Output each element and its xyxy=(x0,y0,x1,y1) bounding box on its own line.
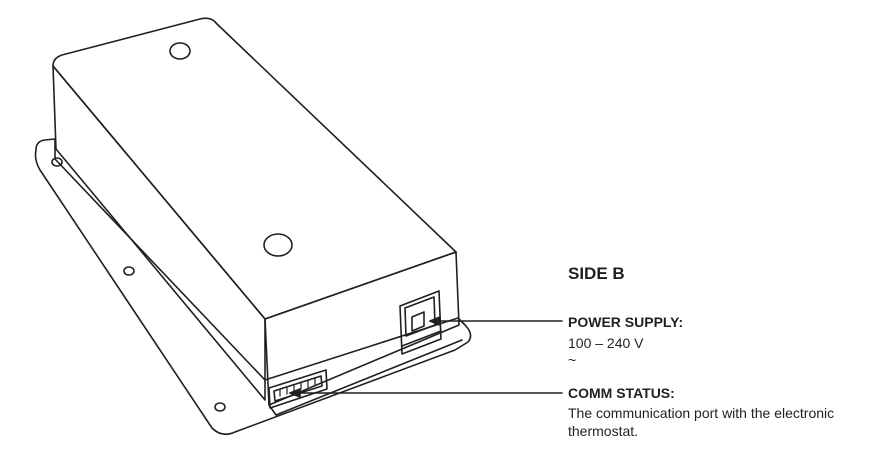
flange-hole-middle xyxy=(123,266,135,276)
flange-hole-bottom xyxy=(214,402,226,412)
top-screw-cap-front xyxy=(263,233,293,257)
housing-left-face xyxy=(52,65,266,401)
housing-front-face xyxy=(264,251,460,406)
power-supply-connector xyxy=(399,290,442,355)
power-supply-ac-symbol: ~ xyxy=(568,352,577,368)
housing-top-face xyxy=(52,17,457,320)
flange-hole-top xyxy=(51,157,63,167)
power-supply-title: POWER SUPPLY: xyxy=(568,314,684,330)
top-screw-cap-rear xyxy=(169,42,191,60)
housing-base-rim xyxy=(268,339,463,416)
power-supply-voltage-range: 100 – 240 V xyxy=(568,335,644,351)
comm-status-title: COMM STATUS: xyxy=(568,385,675,401)
power-supply-leader xyxy=(429,316,563,326)
comm-status-leader xyxy=(289,388,563,398)
mounting-flange xyxy=(34,138,472,436)
comm-status-connector xyxy=(268,369,328,409)
side-title: SIDE B xyxy=(568,264,625,283)
comm-status-description: The communication port with the electron… xyxy=(568,405,835,439)
